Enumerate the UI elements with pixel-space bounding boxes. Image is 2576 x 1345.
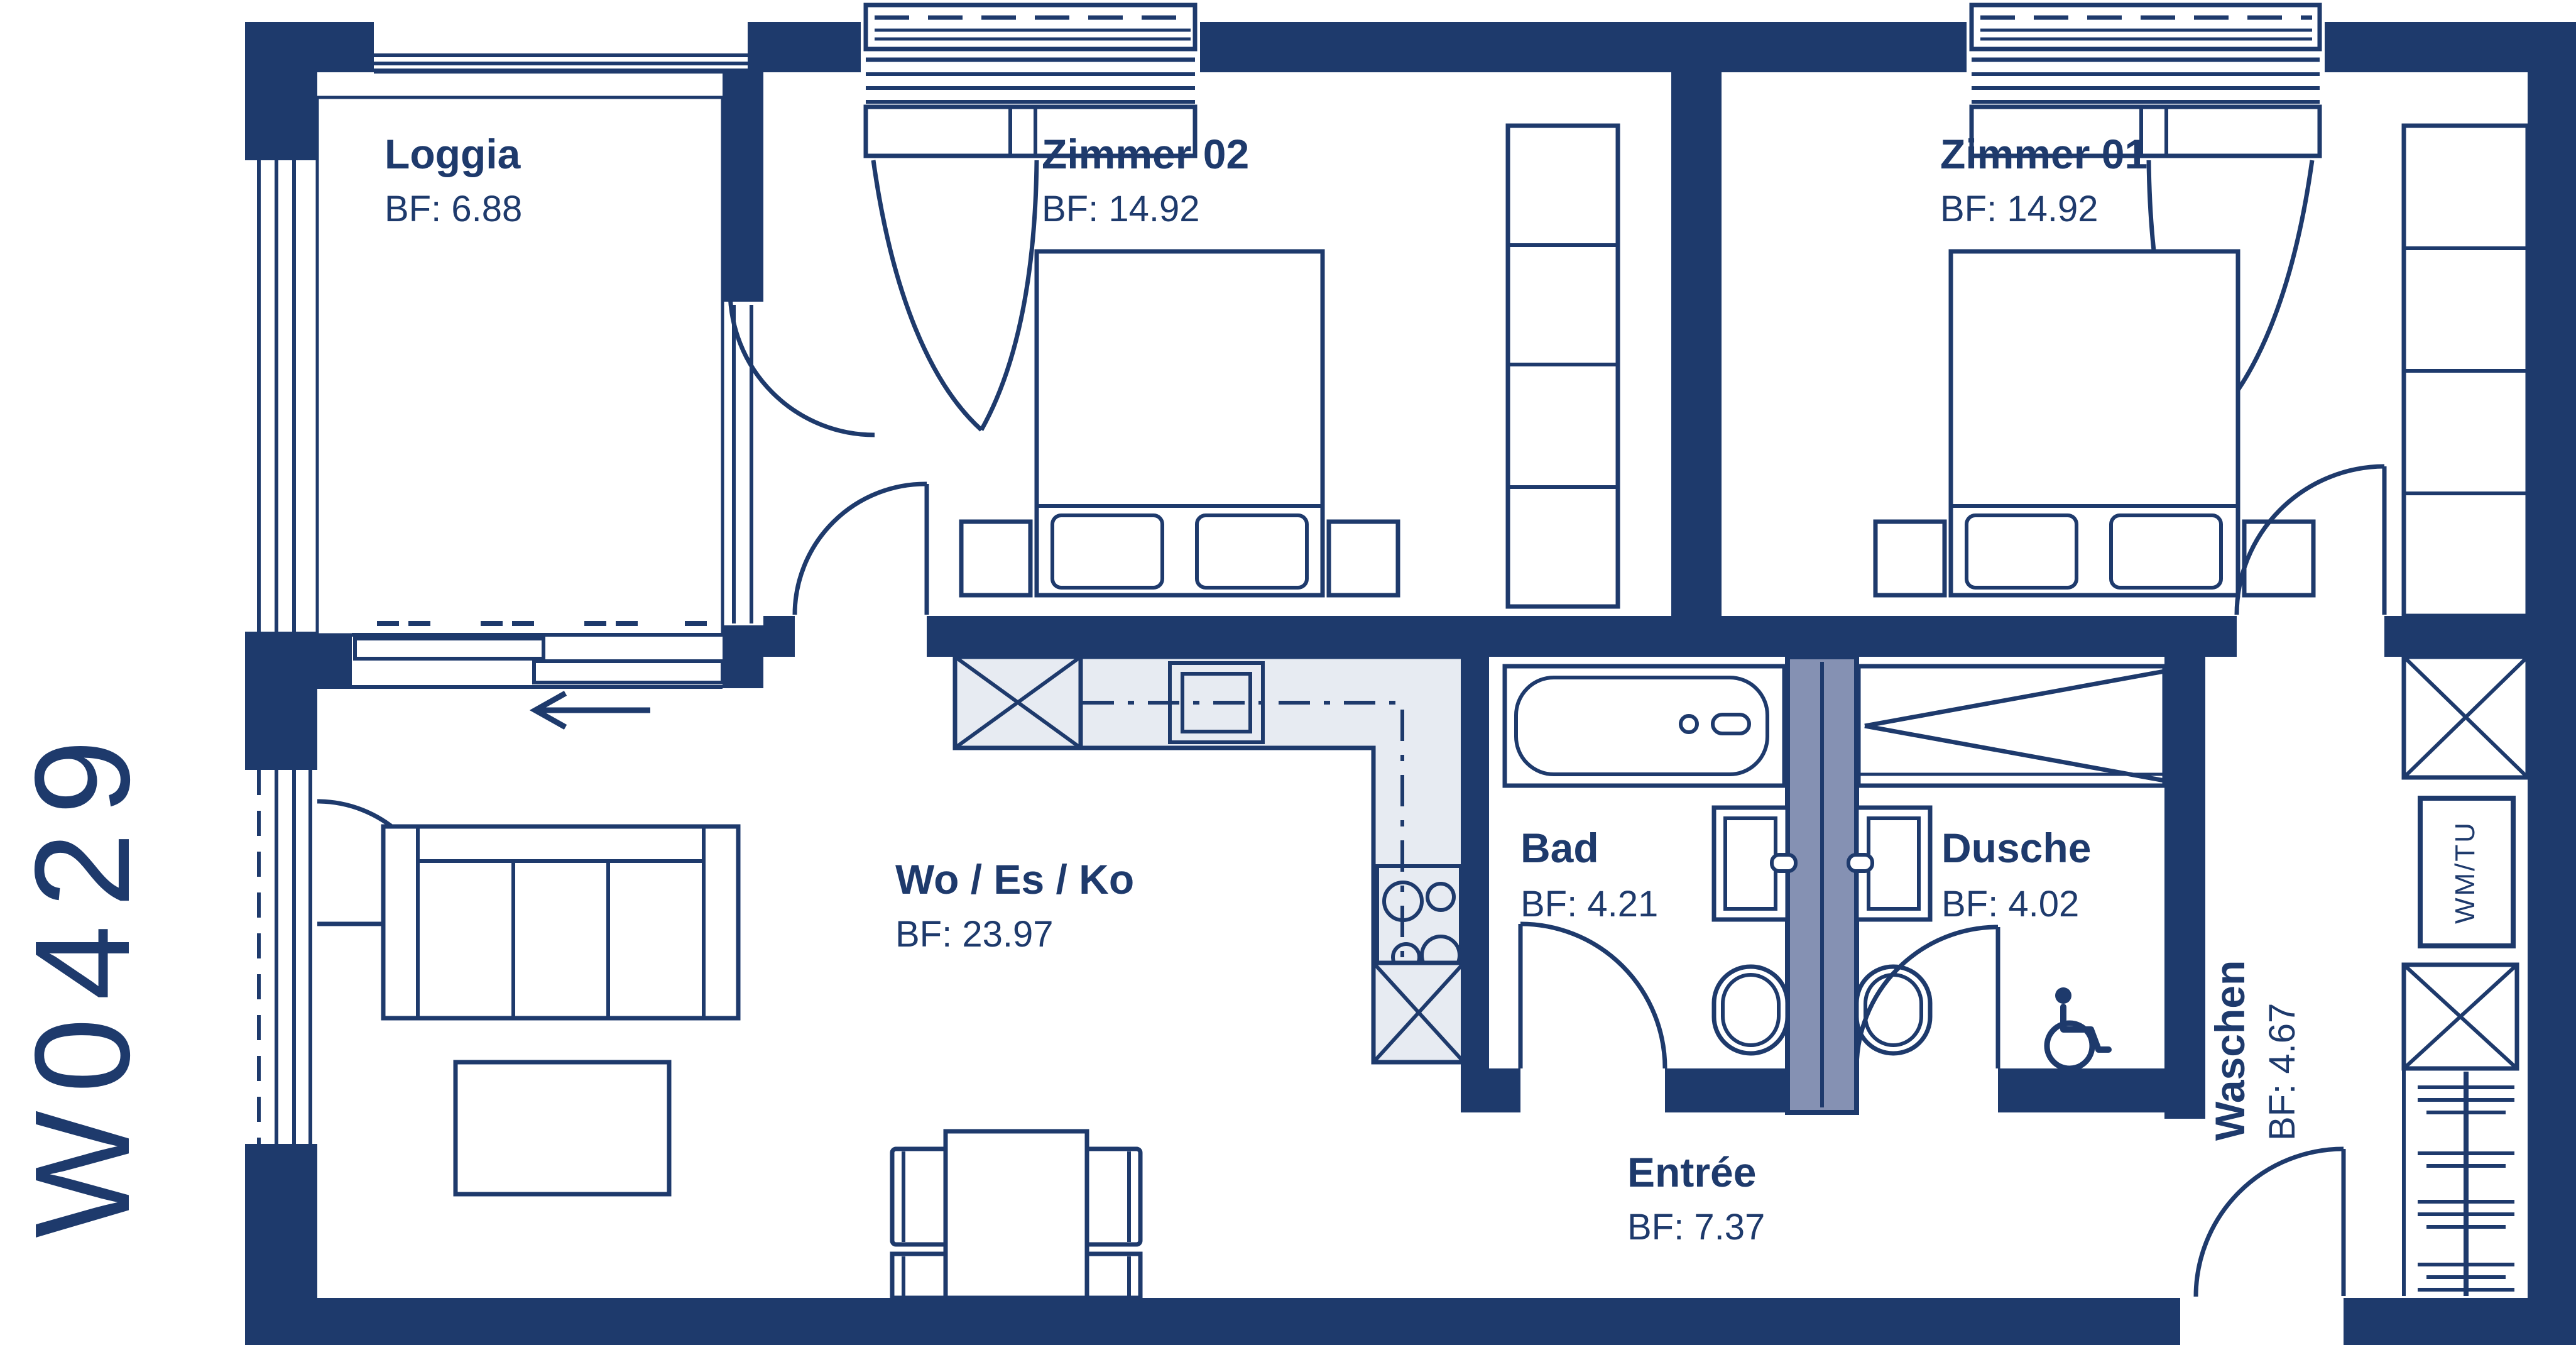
room-label-bad: Bad: [1520, 825, 1599, 871]
cabinet-cross-line: [1372, 961, 1466, 1064]
toilet-bad: [1711, 964, 1790, 1056]
room-area-entree: BF: 7.37: [1627, 1207, 1765, 1248]
room-area-zimmer01: BF: 14.92: [1940, 189, 2098, 229]
door-bad: [1518, 921, 1667, 1069]
room-label-wohnen: Wo / Es / Ko: [895, 856, 1134, 903]
bedside-table: [1873, 519, 1947, 598]
living-window-opening: [245, 767, 317, 1147]
room-area-loggia: BF: 6.88: [385, 189, 522, 229]
bedside-table: [1326, 519, 1400, 598]
wall-zimmer-divider: [1671, 72, 1722, 616]
sliding-panel: [532, 659, 724, 684]
window-swing-arc: [871, 160, 983, 432]
kitchen-sink: [1168, 661, 1265, 744]
washbasin-bad: [1711, 805, 1798, 922]
pillow: [1195, 513, 1309, 590]
room-label-waschen: Waschen: [2207, 960, 2253, 1141]
loggia-floor-outline: [315, 96, 724, 637]
sofa: [381, 824, 741, 1021]
zimmer02-window: [863, 3, 1198, 432]
wall-bad-foot: [1461, 1068, 1520, 1112]
loggia-glazing-opening: [723, 302, 763, 625]
room-label-entree: Entrée: [1627, 1149, 1756, 1195]
roller-shutter-box: [863, 3, 1198, 52]
door-swing-arc: [1854, 925, 1999, 1069]
bathtub: [1502, 664, 1787, 788]
bed-zimmer02: [1034, 249, 1325, 598]
room-area-bad: BF: 4.21: [1520, 884, 1658, 925]
room-label-zimmer02: Zimmer 02: [1042, 131, 1249, 177]
loggia-side-window: [245, 156, 317, 635]
wall-loggia-slide-block: [317, 635, 352, 688]
room-label-dusche: Dusche: [1941, 825, 2091, 871]
wall-bad-left: [1461, 657, 1489, 1068]
door-swing-arc: [2234, 464, 2385, 615]
pillow: [1051, 513, 1164, 590]
pillow: [1965, 513, 2078, 590]
threshold-dashes: [377, 621, 707, 626]
bedside-table: [2242, 519, 2316, 598]
sliding-door-arrow-icon: [529, 691, 650, 730]
wardrobe-zimmer02: [1505, 123, 1620, 609]
waschen-cabinet-top: [2401, 654, 2530, 780]
window-sill: [863, 104, 1198, 158]
wall-dusche-right: [2164, 657, 2205, 1119]
window-swing-leaf: [979, 160, 1039, 431]
sliding-panel: [353, 637, 545, 661]
wall-right: [2528, 22, 2576, 1345]
unit-id-label: W0429: [6, 722, 158, 1238]
door-dusche: [1854, 925, 2000, 1069]
cabinet-cross-line: [954, 655, 1082, 750]
door-entrance: [2193, 1146, 2346, 1297]
loggia-railing: [374, 53, 748, 74]
faucet-icon: [1847, 853, 1874, 873]
door-swing-arc: [792, 481, 927, 615]
room-area-dusche: BF: 4.02: [1941, 884, 2079, 925]
wall-middle: [763, 616, 2528, 657]
wheelchair-accessible-icon: [2044, 987, 2112, 1072]
coffee-table: [453, 1060, 672, 1197]
loggia-glazing: [728, 290, 875, 623]
waschen-cabinet-bottom: [2401, 962, 2519, 1071]
drying-rack: [2402, 1068, 2514, 1296]
shower: [1856, 664, 2167, 788]
dining-table: [943, 1129, 1089, 1300]
room-label-zimmer01: Zimmer 01: [1940, 131, 2148, 177]
roller-shutter-box: [1969, 3, 2322, 52]
room-area-wohnen: BF: 23.97: [895, 914, 1053, 955]
washer-dryer-unit: WM/TU: [2418, 796, 2516, 948]
drain: [1679, 714, 1699, 734]
loggia-side-window-opening: [245, 157, 317, 635]
balcony-door-swing-arc: [728, 290, 875, 437]
window-sill: [1969, 104, 2322, 158]
wardrobe-zimmer01: [2401, 123, 2530, 618]
zimmer01-door-opening: [2237, 616, 2384, 657]
dining-set: [890, 1129, 1143, 1300]
pillow: [2109, 513, 2223, 590]
door-zimmer01: [2234, 464, 2387, 615]
washbasin-dusche: [1847, 805, 1933, 922]
faucet-icon: [1770, 853, 1798, 873]
door-swing-arc: [1520, 921, 1667, 1069]
room-area-zimmer02: BF: 14.92: [1042, 189, 1199, 229]
washer-dryer-label: WM/TU: [2450, 821, 2480, 924]
door-zimmer02: [792, 481, 929, 615]
bed-zimmer01: [1948, 249, 2240, 598]
faucet-icon: [1711, 713, 1751, 735]
room-label-loggia: Loggia: [385, 131, 521, 177]
room-area-waschen: BF: 4.67: [2262, 1003, 2303, 1141]
door-swing-arc: [2193, 1146, 2344, 1297]
kitchen-sink-basin: [1181, 672, 1252, 733]
kitchen-counter: [952, 654, 1466, 1065]
installation-shaft: [1785, 654, 1859, 1115]
bedside-table: [959, 519, 1033, 598]
entrance-door-opening: [2180, 1298, 2344, 1345]
zimmer02-door-opening: [795, 616, 927, 657]
loggia-sliding-door: [317, 621, 724, 730]
